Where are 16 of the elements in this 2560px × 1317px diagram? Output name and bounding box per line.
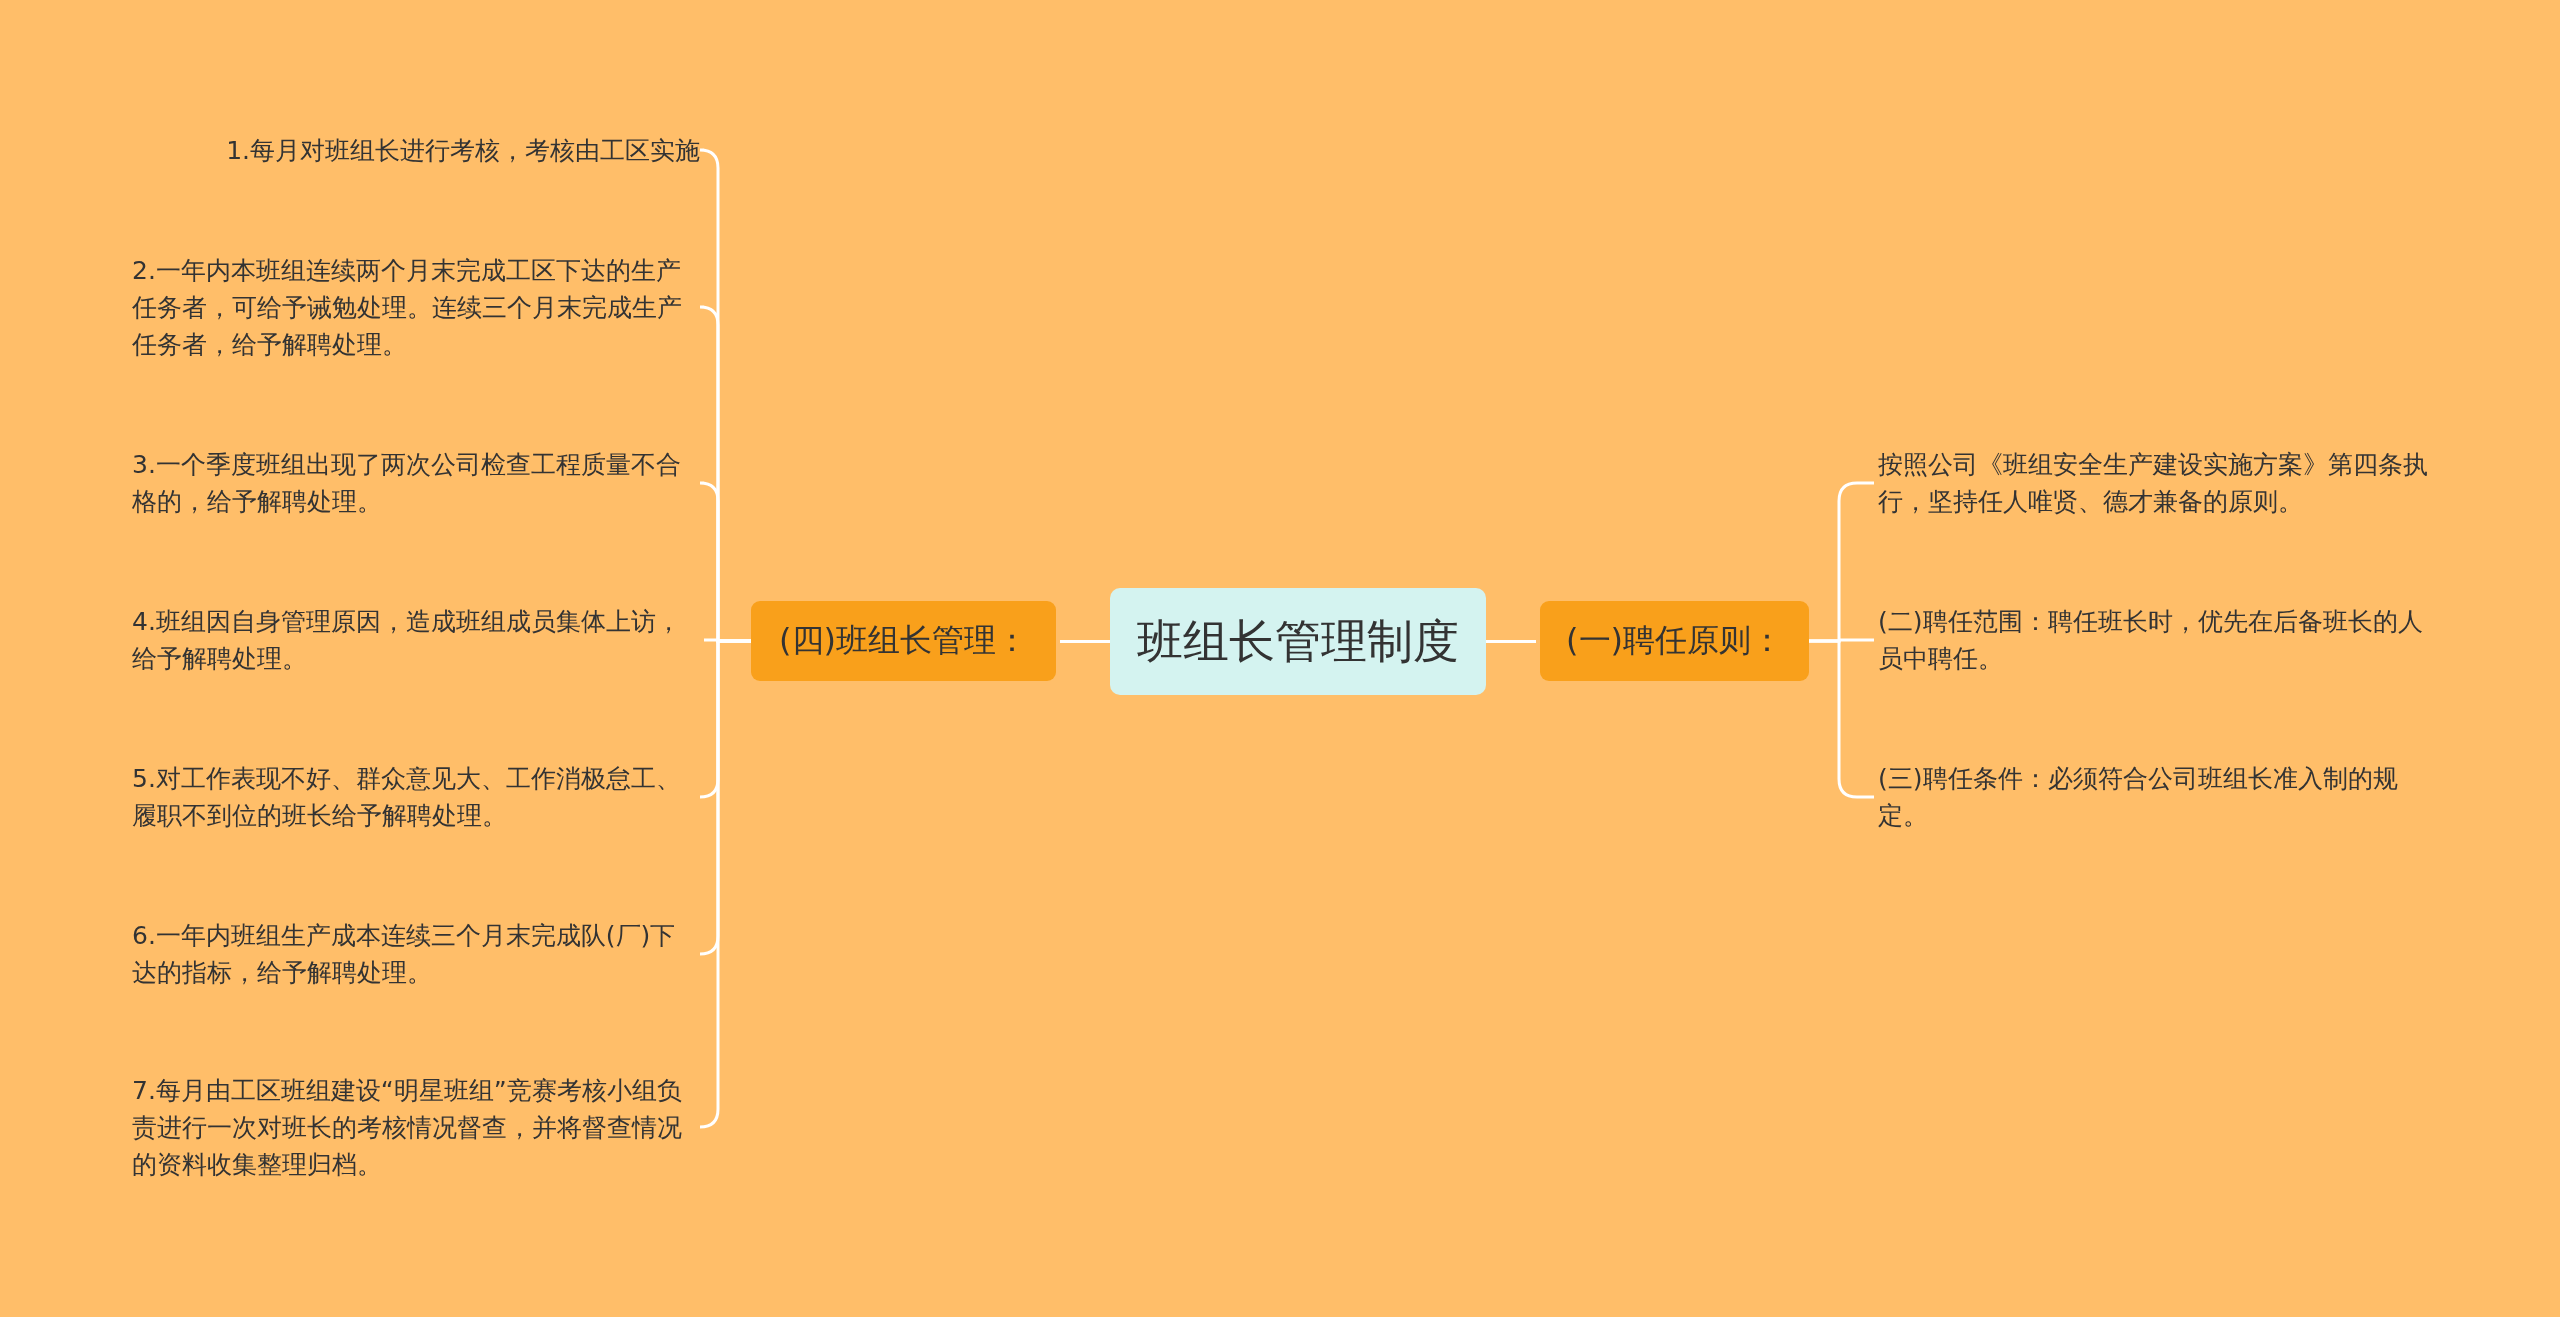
leaf-text: (三)聘任条件：必须符合公司班组长准入制的规定。 (1878, 760, 2438, 834)
branch-box: (一)聘任原则： (1540, 601, 1809, 681)
leaf-text: (二)聘任范围：聘任班长时，优先在后备班长的人员中聘任。 (1878, 603, 2438, 677)
connector-line (1060, 640, 1110, 643)
connector-line (1809, 639, 1874, 799)
leaf-text: 6.一年内班组生产成本连续三个月末完成队(厂)下达的指标，给予解聘处理。 (132, 917, 700, 991)
leaf-text: 按照公司《班组安全生产建设实施方案》第四条执行，坚持任人唯贤、德才兼备的原则。 (1878, 446, 2438, 520)
branch-box: (四)班组长管理： (751, 601, 1056, 681)
topic-box: 班组长管理制度 (1110, 588, 1486, 695)
leaf-text: 3.一个季度班组出现了两次公司检查工程质量不合格的，给予解聘处理。 (132, 446, 700, 520)
leaf-text: 2.一年内本班组连续两个月末完成工区下达的生产任务者，可给予诫勉处理。连续三个月末完成生产任务者，给予解聘处理。 (132, 251, 700, 363)
leaf-text: 7.每月由工区班组建设“明星班组”竞赛考核小组负责进行一次对班长的考核情况督查，并将督查情况的资料收集整理归档。 (132, 1071, 700, 1183)
leaf-text: 5.对工作表现不好、群众意见大、工作消极怠工、履职不到位的班长给予解聘处理。 (132, 760, 700, 834)
leaf-text: 1.每月对班组长进行考核，考核由工区实施 (140, 131, 700, 169)
leaf-text: 4.班组因自身管理原因，造成班组成员集体上访，给予解聘处理。 (132, 603, 700, 677)
connector-line (1486, 640, 1536, 643)
